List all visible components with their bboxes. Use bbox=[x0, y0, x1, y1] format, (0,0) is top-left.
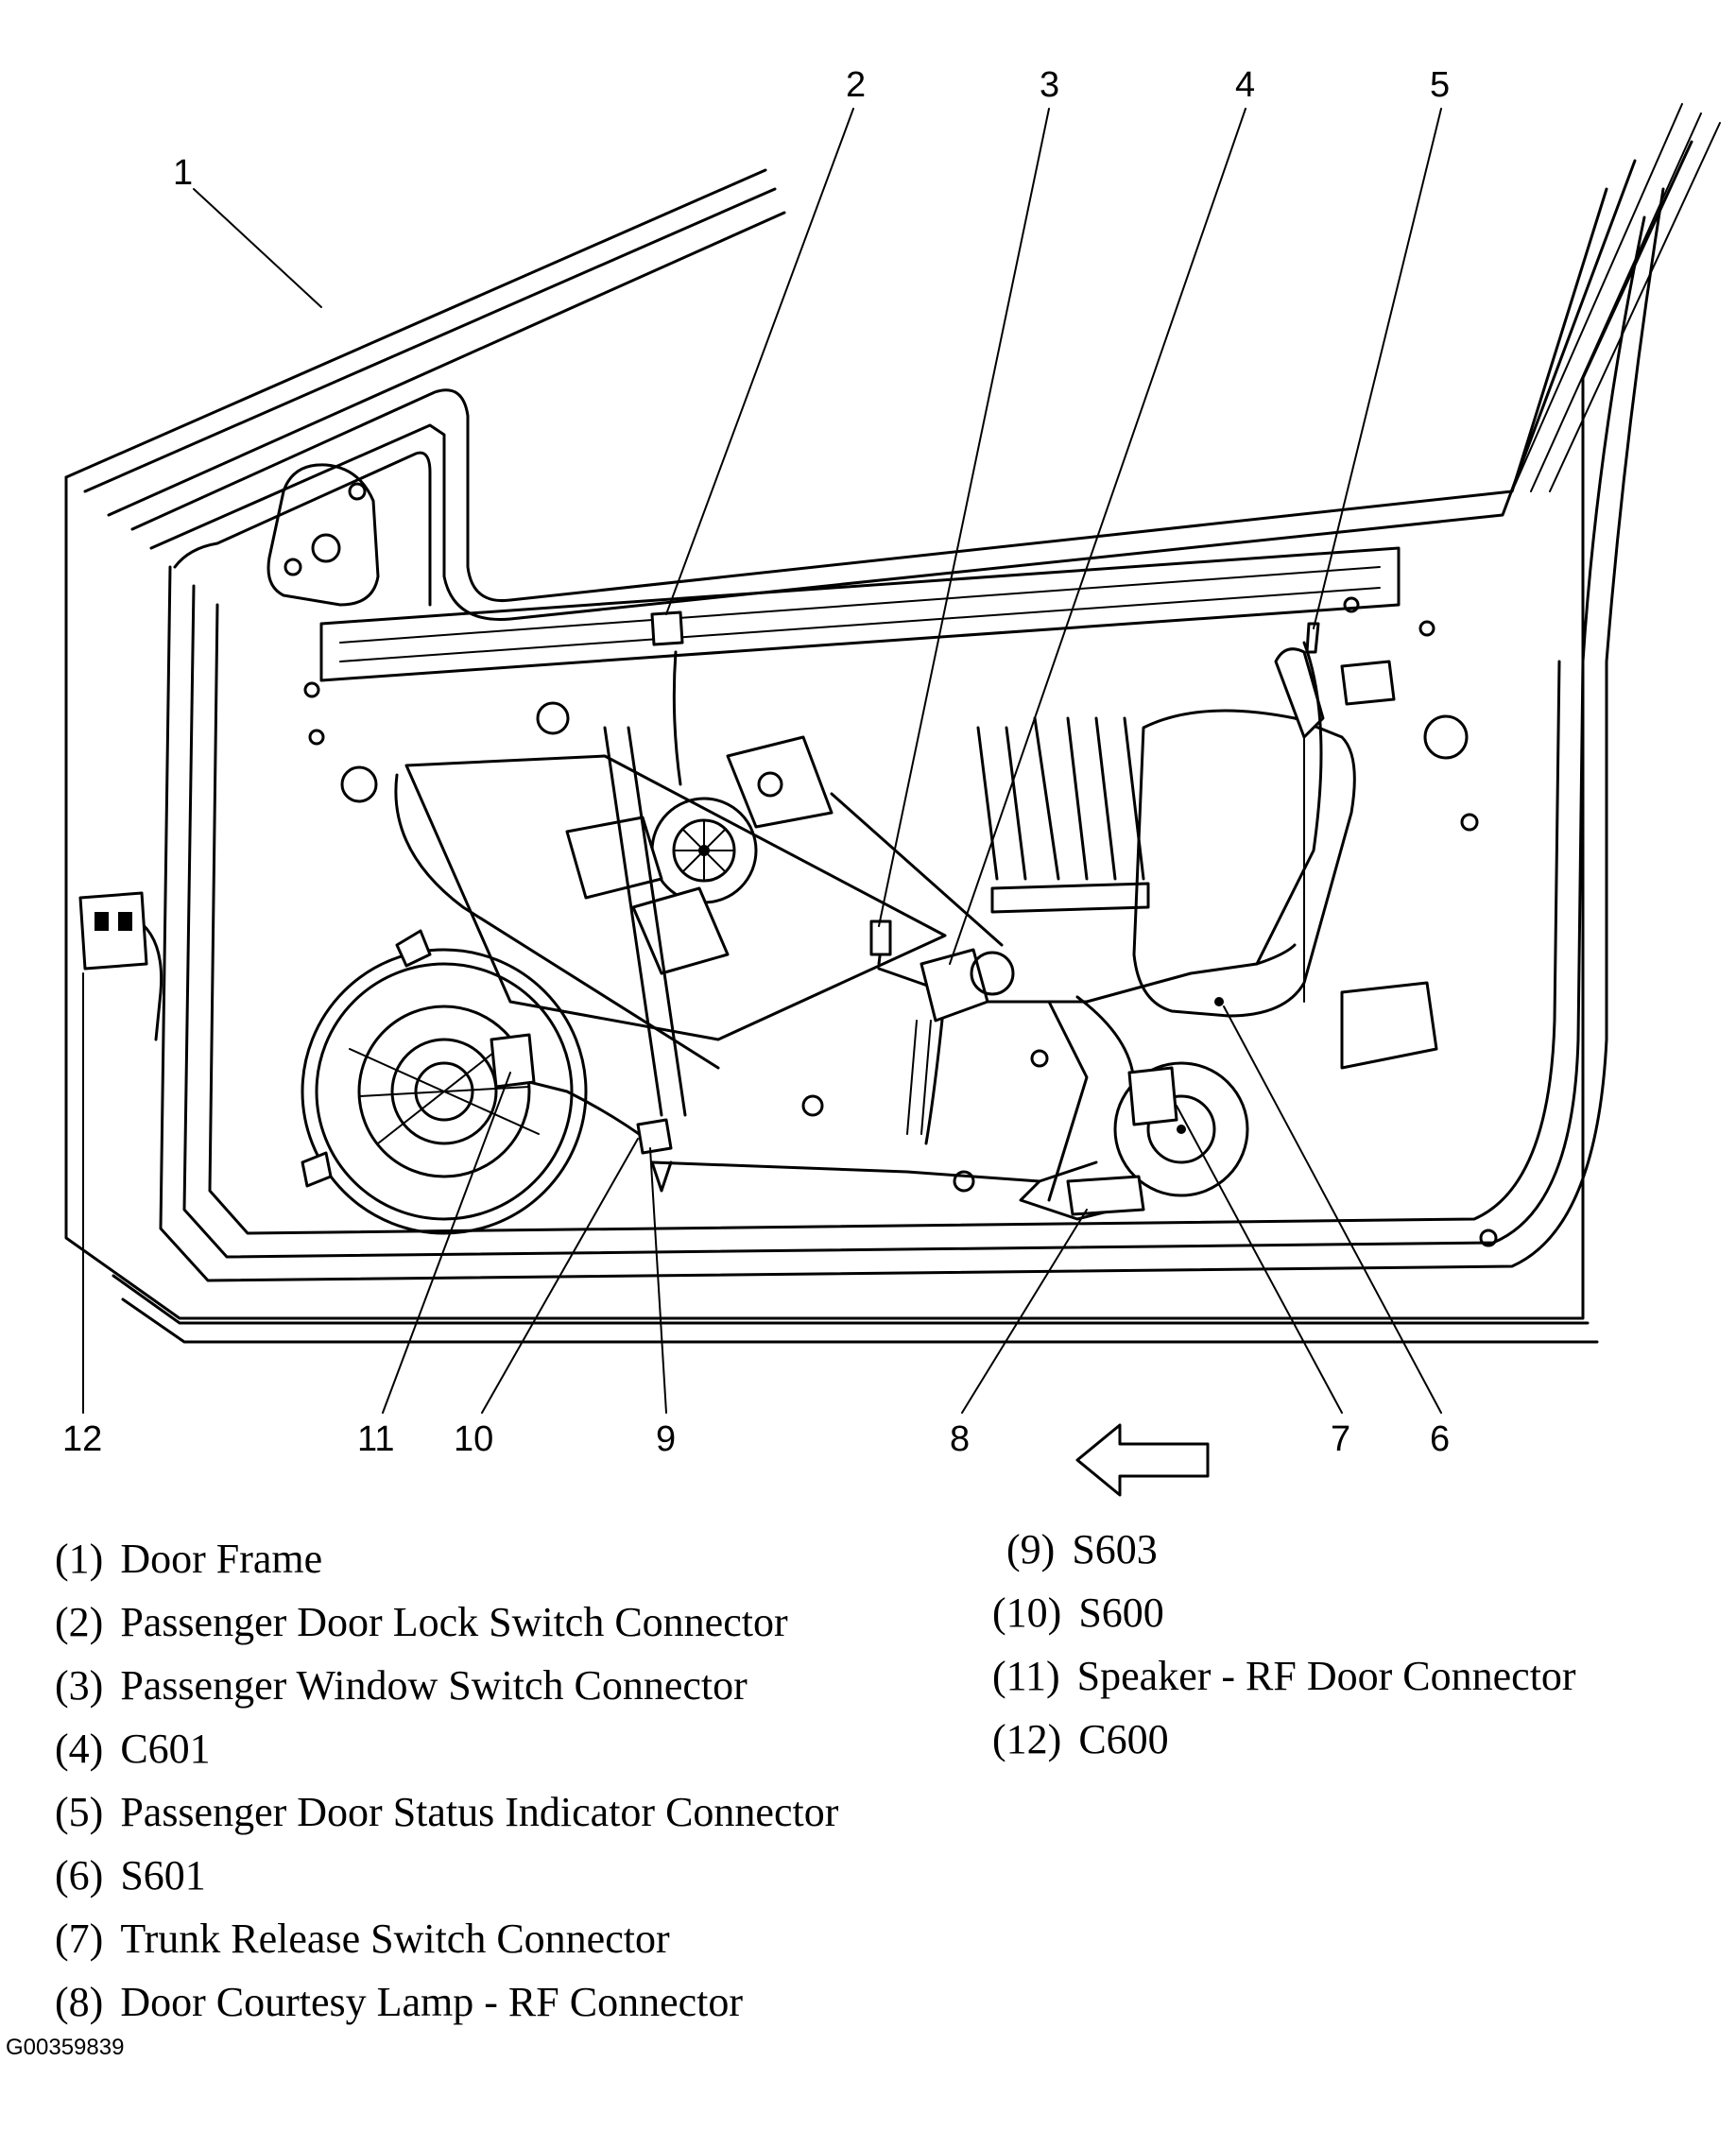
callout-10: 10 bbox=[454, 1419, 493, 1459]
legend-num: (4) bbox=[55, 1726, 104, 1772]
speaker bbox=[301, 929, 588, 1235]
connectors bbox=[78, 610, 1320, 1216]
legend-item-1: (1) Door Frame bbox=[55, 1538, 322, 1580]
forward-direction-arrow-icon bbox=[1075, 1423, 1210, 1497]
wiring-harness bbox=[130, 641, 1323, 1221]
legend-label: S600 bbox=[1078, 1590, 1164, 1636]
legend-label: Passenger Door Status Indicator Connecto… bbox=[120, 1789, 839, 1835]
legend-num: (1) bbox=[55, 1536, 104, 1582]
legend-item-8: (8) Door Courtesy Lamp - RF Connector bbox=[55, 1982, 743, 2023]
panel-holes bbox=[303, 596, 1498, 1247]
legend-item-12: (12) C600 bbox=[992, 1719, 1169, 1761]
callout-8: 8 bbox=[950, 1419, 970, 1459]
legend-label: Door Courtesy Lamp - RF Connector bbox=[120, 1979, 744, 2025]
figure-id: G00359839 bbox=[6, 2035, 125, 2060]
callout-7: 7 bbox=[1331, 1419, 1350, 1459]
legend-item-4: (4) C601 bbox=[55, 1728, 211, 1770]
callout-numbers: 1 2 3 4 5 12 11 10 9 8 7 6 bbox=[62, 65, 1450, 1459]
legend-num: (7) bbox=[55, 1916, 104, 1962]
leader-lines bbox=[82, 108, 1442, 1414]
legend-label: C600 bbox=[1078, 1716, 1169, 1762]
callout-6: 6 bbox=[1430, 1419, 1450, 1459]
legend-num: (10) bbox=[992, 1590, 1062, 1636]
callout-9: 9 bbox=[656, 1419, 676, 1459]
legend-label: S601 bbox=[120, 1852, 206, 1899]
legend-label: C601 bbox=[120, 1726, 211, 1772]
legend-label: Passenger Door Lock Switch Connector bbox=[120, 1599, 788, 1645]
callout-4: 4 bbox=[1235, 65, 1255, 105]
legend-label: S603 bbox=[1072, 1526, 1158, 1572]
legend-item-6: (6) S601 bbox=[55, 1855, 206, 1897]
motor-gear-teeth bbox=[673, 819, 735, 882]
callout-2: 2 bbox=[846, 65, 866, 105]
access-opening-right bbox=[976, 647, 1438, 1070]
legend-label: Door Frame bbox=[120, 1536, 323, 1582]
legend-num: (11) bbox=[992, 1653, 1060, 1699]
legend-num: (8) bbox=[55, 1979, 104, 2025]
hinge-bracket bbox=[266, 463, 380, 607]
legend-item-11: (11) Speaker - RF Door Connector bbox=[992, 1656, 1576, 1697]
legend-num: (9) bbox=[1006, 1526, 1056, 1572]
callout-3: 3 bbox=[1040, 65, 1059, 105]
legend-num: (12) bbox=[992, 1716, 1062, 1762]
legend-label: Speaker - RF Door Connector bbox=[1076, 1653, 1576, 1699]
legend-item-9: (9) S603 bbox=[1006, 1529, 1158, 1571]
legend-num: (3) bbox=[55, 1662, 104, 1709]
callout-5: 5 bbox=[1430, 65, 1450, 105]
legend-item-2: (2) Passenger Door Lock Switch Connector bbox=[55, 1602, 788, 1643]
legend-item-7: (7) Trunk Release Switch Connector bbox=[55, 1918, 670, 1960]
legend-item-3: (3) Passenger Window Switch Connector bbox=[55, 1665, 748, 1707]
legend-num: (6) bbox=[55, 1852, 104, 1899]
window-regulator bbox=[394, 726, 1004, 1117]
callout-1: 1 bbox=[173, 153, 193, 193]
legend-item-10: (10) S600 bbox=[992, 1592, 1164, 1634]
legend-num: (2) bbox=[55, 1599, 104, 1645]
door-frame-outline bbox=[64, 103, 1721, 1344]
legend-label: Trunk Release Switch Connector bbox=[120, 1916, 670, 1962]
legend-label: Passenger Window Switch Connector bbox=[120, 1662, 748, 1709]
callout-12: 12 bbox=[62, 1419, 102, 1459]
callout-11: 11 bbox=[357, 1419, 394, 1459]
legend-num: (5) bbox=[55, 1789, 104, 1835]
legend-item-5: (5) Passenger Door Status Indicator Conne… bbox=[55, 1792, 838, 1833]
